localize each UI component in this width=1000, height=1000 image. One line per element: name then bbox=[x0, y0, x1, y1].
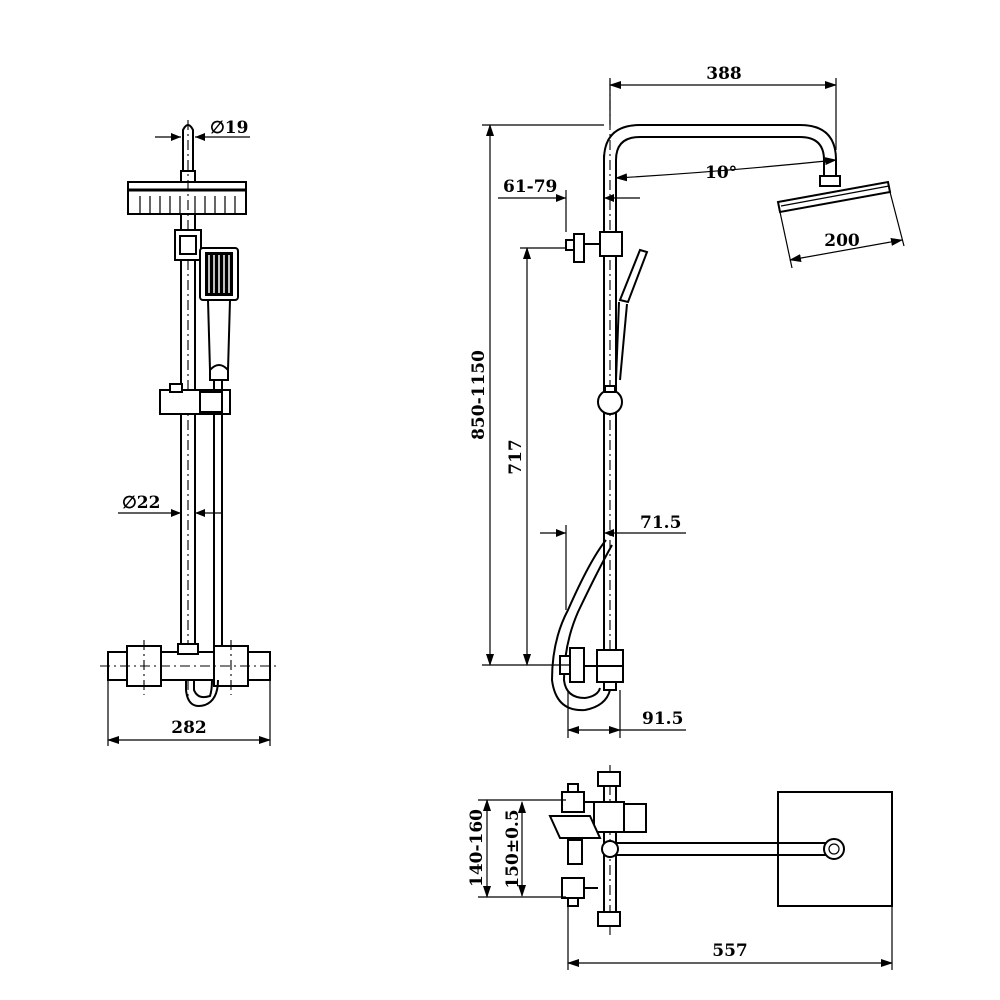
front-slider-holder bbox=[159, 383, 231, 415]
valve-depth-label: 91.5 bbox=[642, 709, 683, 729]
front-shower-head bbox=[127, 181, 247, 215]
front-hand-shower bbox=[199, 247, 239, 381]
side-view: 388 10° 61-79 200 850-1150 bbox=[469, 64, 905, 738]
top-thermostatic-valve bbox=[548, 765, 647, 935]
overall-width-label: 282 bbox=[171, 718, 207, 738]
front-top-pipe-dimension: ∅19 bbox=[155, 118, 250, 141]
bracket-offset-label: 61-79 bbox=[503, 177, 557, 197]
arm-reach-label: 388 bbox=[706, 64, 742, 84]
front-view: ∅19 ∅22 282 bbox=[100, 118, 280, 746]
inlet-centres-dimension: 150±0.5 bbox=[503, 801, 526, 897]
side-slider-knob bbox=[597, 389, 623, 415]
slide-height-dimension: 717 bbox=[506, 247, 566, 666]
hose-offset-dimension: 71.5 bbox=[540, 513, 686, 610]
side-hand-shower bbox=[615, 248, 649, 381]
total-height-dimension: 850-1150 bbox=[469, 124, 604, 666]
valve-depth-dimension: 91.5 bbox=[567, 690, 686, 738]
side-hose bbox=[550, 539, 611, 712]
inlet-range-dimension: 140-160 bbox=[467, 799, 566, 898]
top-view: 140-160 150±0.5 557 bbox=[467, 765, 893, 970]
inlet-range-label: 140-160 bbox=[467, 809, 487, 887]
pipe-top-diameter-label: ∅19 bbox=[210, 118, 248, 138]
bracket-offset-dimension: 61-79 bbox=[498, 177, 640, 232]
total-projection-label: 557 bbox=[712, 941, 748, 961]
riser-diameter-label: ∅22 bbox=[122, 493, 160, 513]
front-width-dimension: 282 bbox=[107, 680, 271, 746]
shower-head-size-dimension: 200 bbox=[779, 191, 905, 269]
total-projection-dimension: 557 bbox=[567, 906, 893, 970]
hose-offset-label: 71.5 bbox=[640, 513, 681, 533]
side-upper-bracket bbox=[565, 231, 623, 263]
side-thermostatic-valve bbox=[559, 647, 624, 691]
inlet-centres-label: 150±0.5 bbox=[503, 809, 523, 888]
front-thermostatic-valve bbox=[100, 640, 280, 707]
front-riser-dimension: ∅22 bbox=[118, 493, 222, 517]
slide-height-label: 717 bbox=[506, 439, 526, 475]
shower-head-size-label: 200 bbox=[824, 231, 860, 251]
arm-angle-label: 10° bbox=[705, 163, 737, 183]
arm-reach-dimension: 388 bbox=[609, 64, 837, 150]
total-height-label: 850-1150 bbox=[469, 350, 489, 440]
arm-angle-dimension: 10° bbox=[615, 157, 837, 183]
